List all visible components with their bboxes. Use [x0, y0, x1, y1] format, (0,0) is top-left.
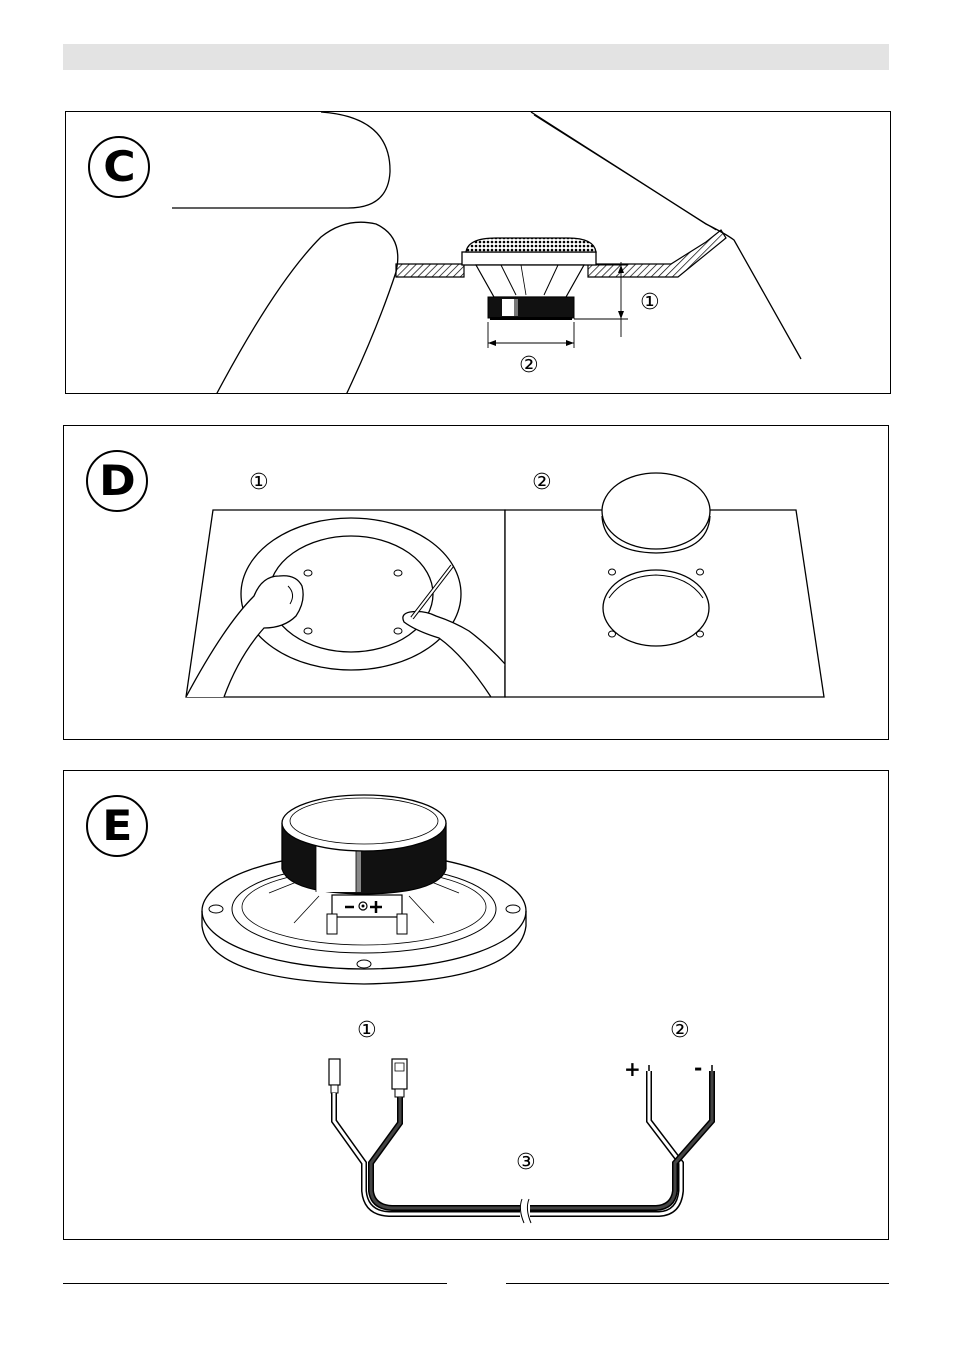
panel-c: C ① ②	[65, 111, 891, 394]
panel-d: D ① ②	[63, 425, 889, 740]
footer-rule-left	[63, 1283, 447, 1284]
header-bar	[63, 44, 889, 70]
panel-e-callout-2: ②	[670, 1020, 690, 1042]
panel-d-letter: D	[99, 460, 136, 502]
panel-c-callout-1: ①	[640, 292, 660, 314]
footer-rule-right	[506, 1283, 889, 1284]
panel-e-badge: E	[86, 795, 148, 857]
panel-d-callout-1: ①	[249, 472, 269, 494]
polarity-plus-label: +	[624, 1059, 641, 1079]
panel-e-callout-1: ①	[357, 1020, 377, 1042]
panel-e-callout-3: ③	[516, 1152, 536, 1174]
cut-out-disc-icon	[505, 473, 824, 697]
panel-d-callout-2: ②	[532, 472, 552, 494]
polarity-minus-label: -	[694, 1058, 702, 1078]
speaker-terminal-icon	[202, 795, 526, 984]
panel-c-callout-2: ②	[519, 355, 539, 377]
panel-c-badge: C	[88, 136, 150, 198]
panel-e-letter: E	[102, 805, 132, 847]
panel-e: E ① ② ③ + -	[63, 770, 889, 1240]
speaker-cross-section-icon	[66, 112, 891, 394]
panel-c-letter: C	[103, 146, 135, 188]
speaker-cable-icon	[329, 1059, 712, 1223]
panel-d-badge: D	[86, 450, 148, 512]
hands-tracing-template-icon	[186, 510, 505, 697]
